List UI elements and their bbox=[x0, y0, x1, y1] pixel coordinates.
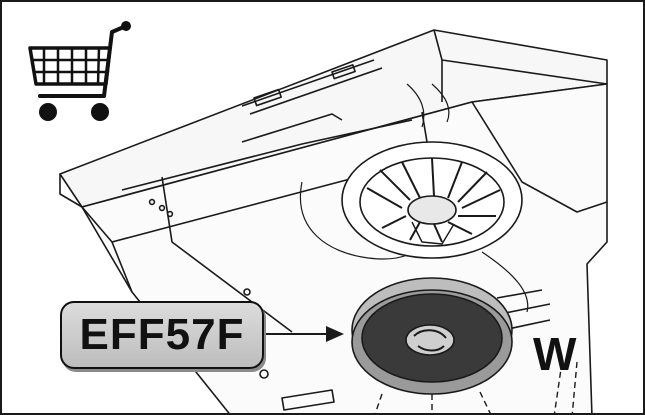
carbon-filter bbox=[351, 277, 513, 395]
shopping-cart-icon bbox=[28, 21, 131, 121]
position-letter: W bbox=[533, 328, 577, 380]
fan-motor bbox=[341, 141, 523, 259]
part-number-label: EFF57F bbox=[60, 301, 264, 369]
